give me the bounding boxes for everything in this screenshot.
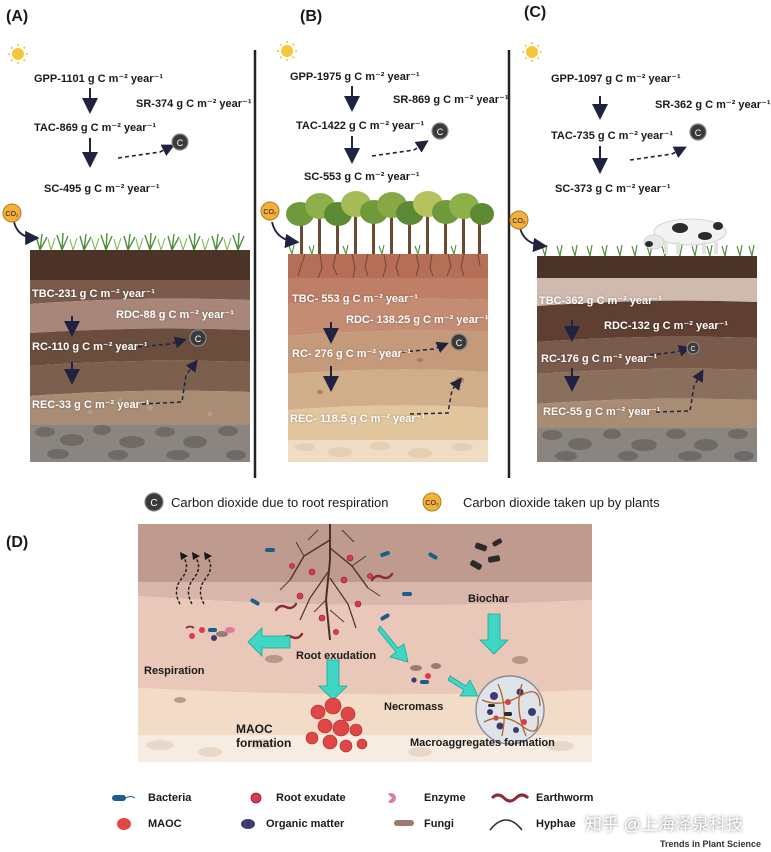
panel-b-sr: SR-869 g C m⁻² year⁻¹ <box>393 94 509 106</box>
panel-b-tbc: TBC- 553 g C m⁻² year⁻¹ <box>292 293 418 305</box>
panel-c-rc: RC-176 g C m⁻² year⁻¹ <box>541 353 658 365</box>
key-maoc: MAOC <box>148 818 182 830</box>
panel-a-tac: TAC-869 g C m⁻² year⁻¹ <box>34 122 157 134</box>
panel-c-rec: REC-55 g C m⁻² year⁻¹ <box>543 406 661 418</box>
key-enzyme: Enzyme <box>424 792 466 804</box>
sun-icon-c <box>522 42 542 62</box>
key-icons <box>112 792 530 831</box>
key-root-exudate: Root exudate <box>276 792 346 804</box>
panel-c-sr: SR-362 g C m⁻² year⁻¹ <box>655 99 771 111</box>
panel-a-sc: SC-495 g C m⁻² year⁻¹ <box>44 183 160 195</box>
panel-d-respiration: Respiration <box>144 665 205 677</box>
journal-credit: Trends in Plant Science <box>660 839 762 849</box>
panel-a-rec: REC-33 g C m⁻² year⁻¹ <box>32 399 150 411</box>
macroaggregate <box>475 675 545 745</box>
key-bacteria: Bacteria <box>148 792 192 804</box>
panel-a-rdc: RDC-88 g C m⁻² year⁻¹ <box>116 309 234 321</box>
panel-b-gpp: GPP-1975 g C m⁻² year⁻¹ <box>290 71 420 83</box>
panel-d-necromass: Necromass <box>384 701 444 713</box>
panel-a-tbc: TBC-231 g C m⁻² year⁻¹ <box>32 288 155 300</box>
panel-a-gpp: GPP-1101 g C m⁻² year⁻¹ <box>34 73 163 85</box>
panel-c-tbc: TBC-362 g C m⁻² year⁻¹ <box>539 295 662 307</box>
panel-d-root-exudation: Root exudation <box>296 650 377 662</box>
legend-carbon-text: Carbon dioxide due to root respiration <box>171 495 389 510</box>
cow-icon <box>643 218 727 254</box>
key-earthworm: Earthworm <box>536 792 594 804</box>
panel-c-sc: SC-373 g C m⁻² year⁻¹ <box>555 183 671 195</box>
root-system <box>279 524 381 641</box>
panel-d-macroaggregates: Macroaggregates formation <box>410 737 555 749</box>
bacteria-particles <box>250 548 438 621</box>
panel-c-tac: TAC-735 g C m⁻² year⁻¹ <box>551 130 674 142</box>
panel-c-gpp: GPP-1097 g C m⁻² year⁻¹ <box>551 73 681 85</box>
panel-b-label: (B) <box>300 8 323 25</box>
panel-a-sr: SR-374 g C m⁻² year⁻¹ <box>136 98 252 110</box>
panel-b-tac: TAC-1422 g C m⁻² year⁻¹ <box>296 120 425 132</box>
panel-c-label: (C) <box>524 4 547 21</box>
legend-co2-text: Carbon dioxide taken up by plants <box>463 495 660 510</box>
process-arrows <box>247 613 509 701</box>
forest-trees <box>286 191 494 255</box>
panel-a-label: (A) <box>6 8 29 25</box>
sun-icon-b <box>277 41 297 61</box>
panel-c-rdc: RDC-132 g C m⁻² year⁻¹ <box>604 320 729 332</box>
panel-d-maoc-formation: MAOC formation <box>236 722 292 750</box>
soil-profile-b <box>271 191 494 462</box>
soil-profile-a <box>13 221 250 462</box>
key-hyphae: Hyphae <box>536 818 576 830</box>
panel-a-rc: RC-110 g C m⁻² year⁻¹ <box>32 341 148 353</box>
panel-b-rdc: RDC- 138.25 g C m⁻² year⁻¹ <box>346 314 489 326</box>
panel-b-rc: RC- 276 g C m⁻² year⁻¹ <box>292 348 412 360</box>
panel-d-soil <box>138 524 592 762</box>
panel-d-label: (D) <box>6 534 29 551</box>
key-fungi: Fungi <box>424 818 454 830</box>
maoc-cluster <box>305 697 368 753</box>
panel-b-sc: SC-553 g C m⁻² year⁻¹ <box>304 171 420 183</box>
watermark: 知乎 @上海泽泉科技 <box>585 815 743 834</box>
key-organic-matter: Organic matter <box>266 818 345 830</box>
panel-b-rec: REC- 118.5 g C m⁻² year⁻¹ <box>290 413 426 425</box>
panel-d-biochar: Biochar <box>468 593 509 605</box>
sun-icon-a <box>8 44 28 64</box>
biochar-particles <box>470 538 503 570</box>
soil-profile-c <box>519 218 757 462</box>
